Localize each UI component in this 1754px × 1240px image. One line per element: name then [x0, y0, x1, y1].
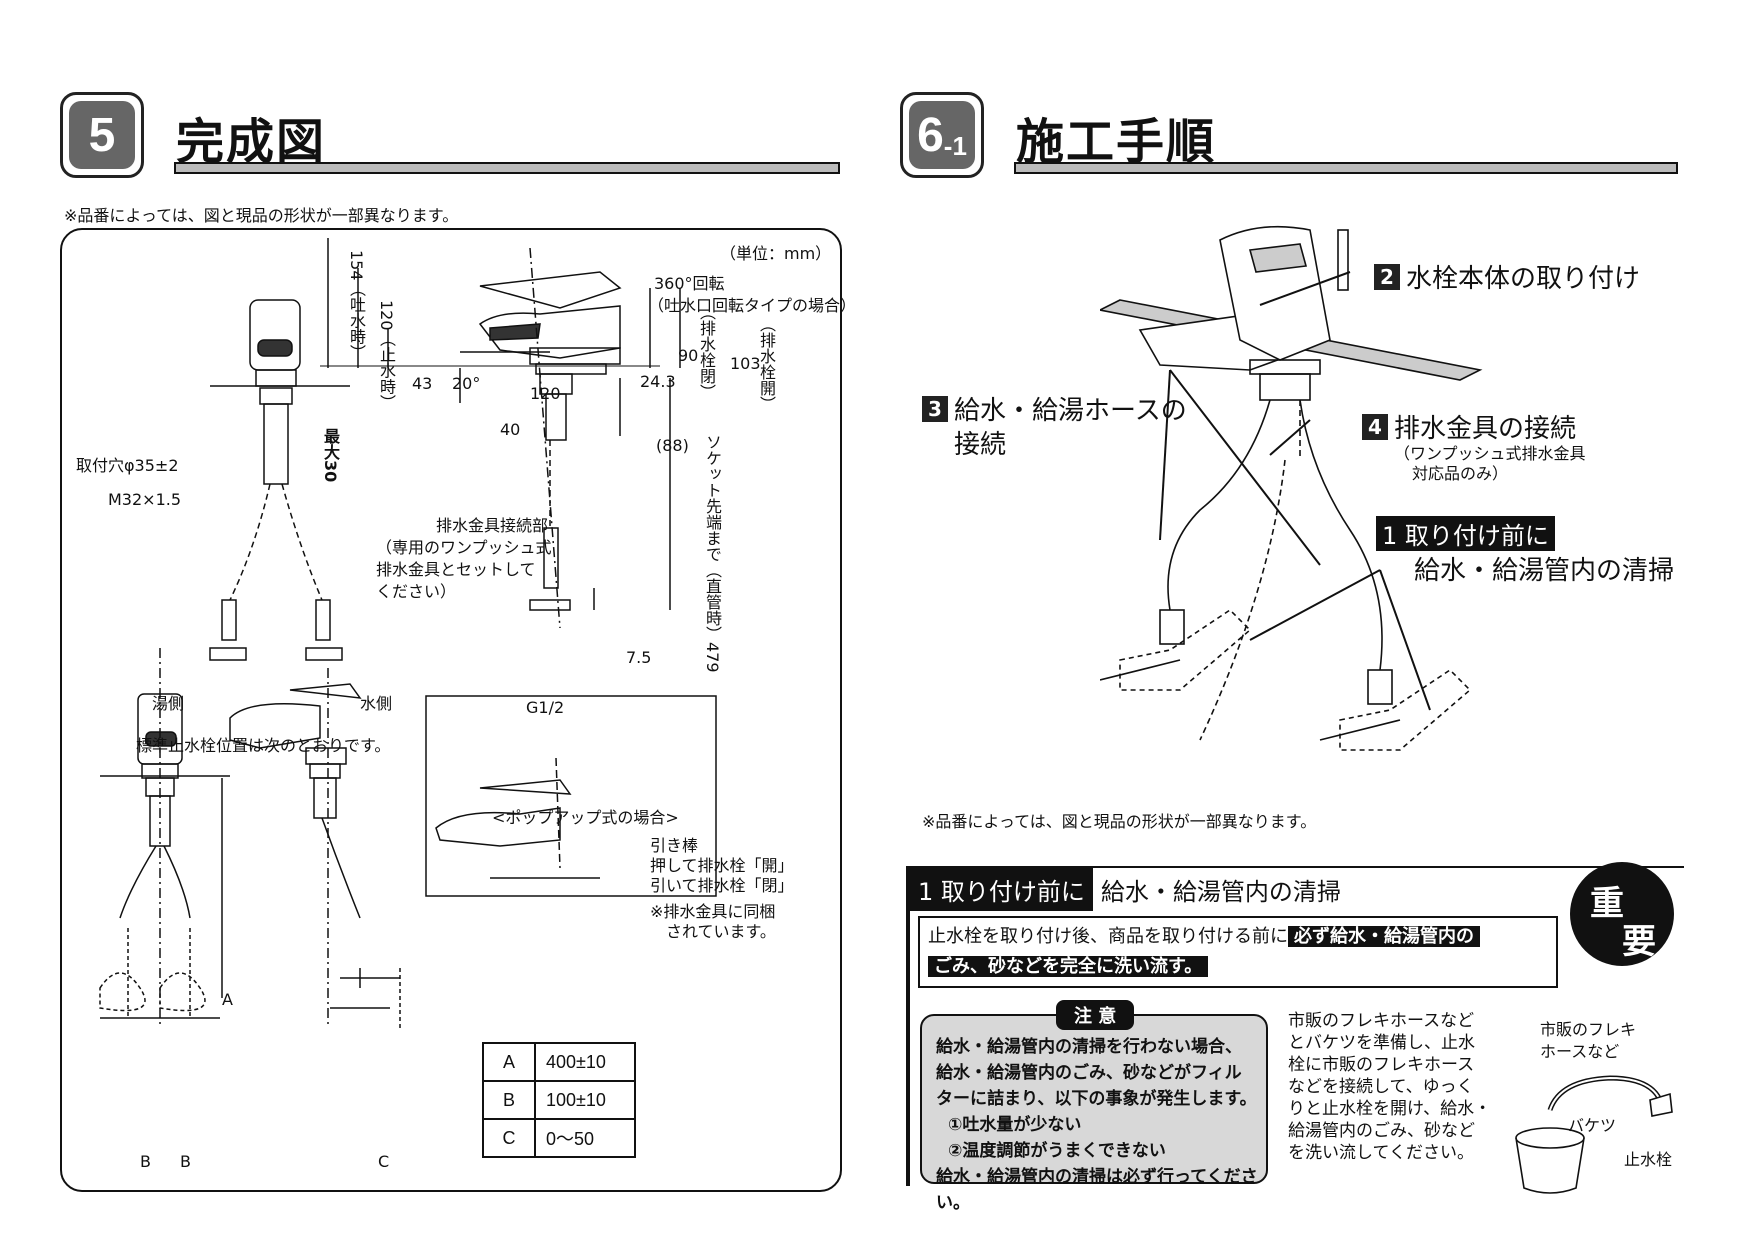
rotate-label: 360°回転	[654, 274, 725, 293]
drain-label-3: 排水金具とセットして	[376, 560, 536, 579]
step-3-label-2: 接続	[954, 430, 1007, 460]
height-90-note: （排水栓閉）	[697, 304, 716, 400]
popup-label-included: ※排水金具に同梱	[650, 902, 776, 921]
faucet-dimension-drawing	[99, 238, 717, 1028]
important-badge: 重 要	[1570, 862, 1674, 966]
cleaning-box-header: 1 取り付け前に 給水・給湯管内の清掃	[910, 868, 1349, 911]
dim-b-label: B	[180, 1152, 191, 1171]
installation-drawing	[1100, 225, 1483, 751]
height-90-label: 90	[678, 346, 699, 365]
section-5-title: 完成図	[176, 114, 327, 170]
height-103-note: （排水栓開）	[757, 316, 776, 412]
popup-title: <ポップアップ式の場合>	[492, 808, 679, 827]
section-number: 5	[69, 101, 135, 169]
drawing-panel	[60, 228, 842, 1192]
section-6-rule	[1014, 162, 1678, 174]
drain-label-1: 排水金具接続部	[436, 516, 549, 535]
cleaning-box-left-rule	[906, 866, 910, 1186]
section-6-title: 施工手順	[1016, 114, 1217, 170]
rotate-note: （吐水口回転タイプの場合）	[648, 296, 857, 315]
section-6-note: ※品番によっては、図と現品の形状が一部異なります。	[922, 812, 1317, 831]
step-4-note-1: （ワンプッシュ式排水金具	[1394, 444, 1586, 463]
popup-label-rod: 引き棒	[650, 836, 699, 855]
height-7-5-label: 7.5	[626, 648, 652, 667]
height-103-label: 103	[730, 354, 761, 373]
fig-bucket-label: バケツ	[1568, 1116, 1617, 1135]
max-30-label: 最大30	[321, 428, 340, 483]
dim-a-label: A	[222, 990, 233, 1009]
width-120-label: 120	[530, 384, 561, 403]
height-120-label: 120（止水時）	[377, 300, 396, 411]
unit-label: （単位：mm）	[720, 244, 832, 263]
popup-label-included-2: されています。	[666, 922, 776, 941]
dim-c-label: C	[378, 1152, 390, 1171]
section-5-badge: 5	[60, 92, 144, 178]
section-5-rule	[174, 162, 840, 174]
height-43-label: 43	[412, 374, 433, 393]
section-5-note: ※品番によっては、図と現品の形状が一部異なります。	[64, 206, 459, 225]
important-notice: 止水栓を取り付け後、商品を取り付ける前に必ず給水・給湯管内の ごみ、砂などを完全…	[918, 916, 1558, 988]
caution-title: 注 意	[1056, 1000, 1135, 1030]
cleaning-box-top-rule	[906, 866, 1684, 868]
standard-valve-note: 標準止水栓位置は次のとおりです。	[136, 736, 391, 755]
hot-side-label: 湯側	[152, 694, 185, 713]
bucket-hose-drawing	[1515, 1075, 1673, 1194]
popup-label-pull: 引いて排水栓「閉」	[650, 876, 794, 895]
angle-20-label: 20°	[452, 374, 481, 393]
cold-side-label: 水側	[360, 694, 393, 713]
height-479-label: ソケット先端まで（直管時）479	[703, 434, 722, 673]
step-1-tag: 1 取り付け前に	[1376, 516, 1555, 551]
dim-b-label: B	[140, 1152, 151, 1171]
drain-label-4: ください）	[376, 582, 457, 601]
thread-label: M32×1.5	[108, 490, 182, 509]
mounting-hole-label: 取付穴φ35±2	[76, 456, 179, 475]
popup-label-push: 押して排水栓「開」	[650, 856, 794, 875]
drain-label-2: （専用のワンプッシュ式	[376, 538, 552, 557]
fig-hose-label-2: ホースなど	[1540, 1042, 1620, 1061]
height-88-label: (88)	[656, 436, 689, 455]
step-4-note-2: 対応品のみ）	[1412, 464, 1509, 483]
section-number: 6-1	[909, 101, 975, 169]
height-40-label: 40	[500, 420, 521, 439]
cleaning-instructions: 市販のフレキホースなど とバケツを準備し、止水 栓に市販のフレキホース などを接…	[1288, 1011, 1492, 1163]
section-6-badge: 6-1	[900, 92, 984, 178]
height-154-label: 154（吐水時）	[347, 250, 366, 361]
fig-valve-label: 止水栓	[1624, 1150, 1673, 1169]
caution-box: 給水・給湯管内の清掃を行わない場合、 給水・給湯管内のごみ、砂などがフィル ター…	[920, 1014, 1268, 1213]
step-1-text: 給水・給湯管内の清掃	[1414, 556, 1675, 586]
g12-label: G1/2	[526, 698, 565, 717]
width-24-label: 24.3	[640, 372, 676, 391]
fig-hose-label: 市販のフレキ	[1540, 1020, 1637, 1039]
